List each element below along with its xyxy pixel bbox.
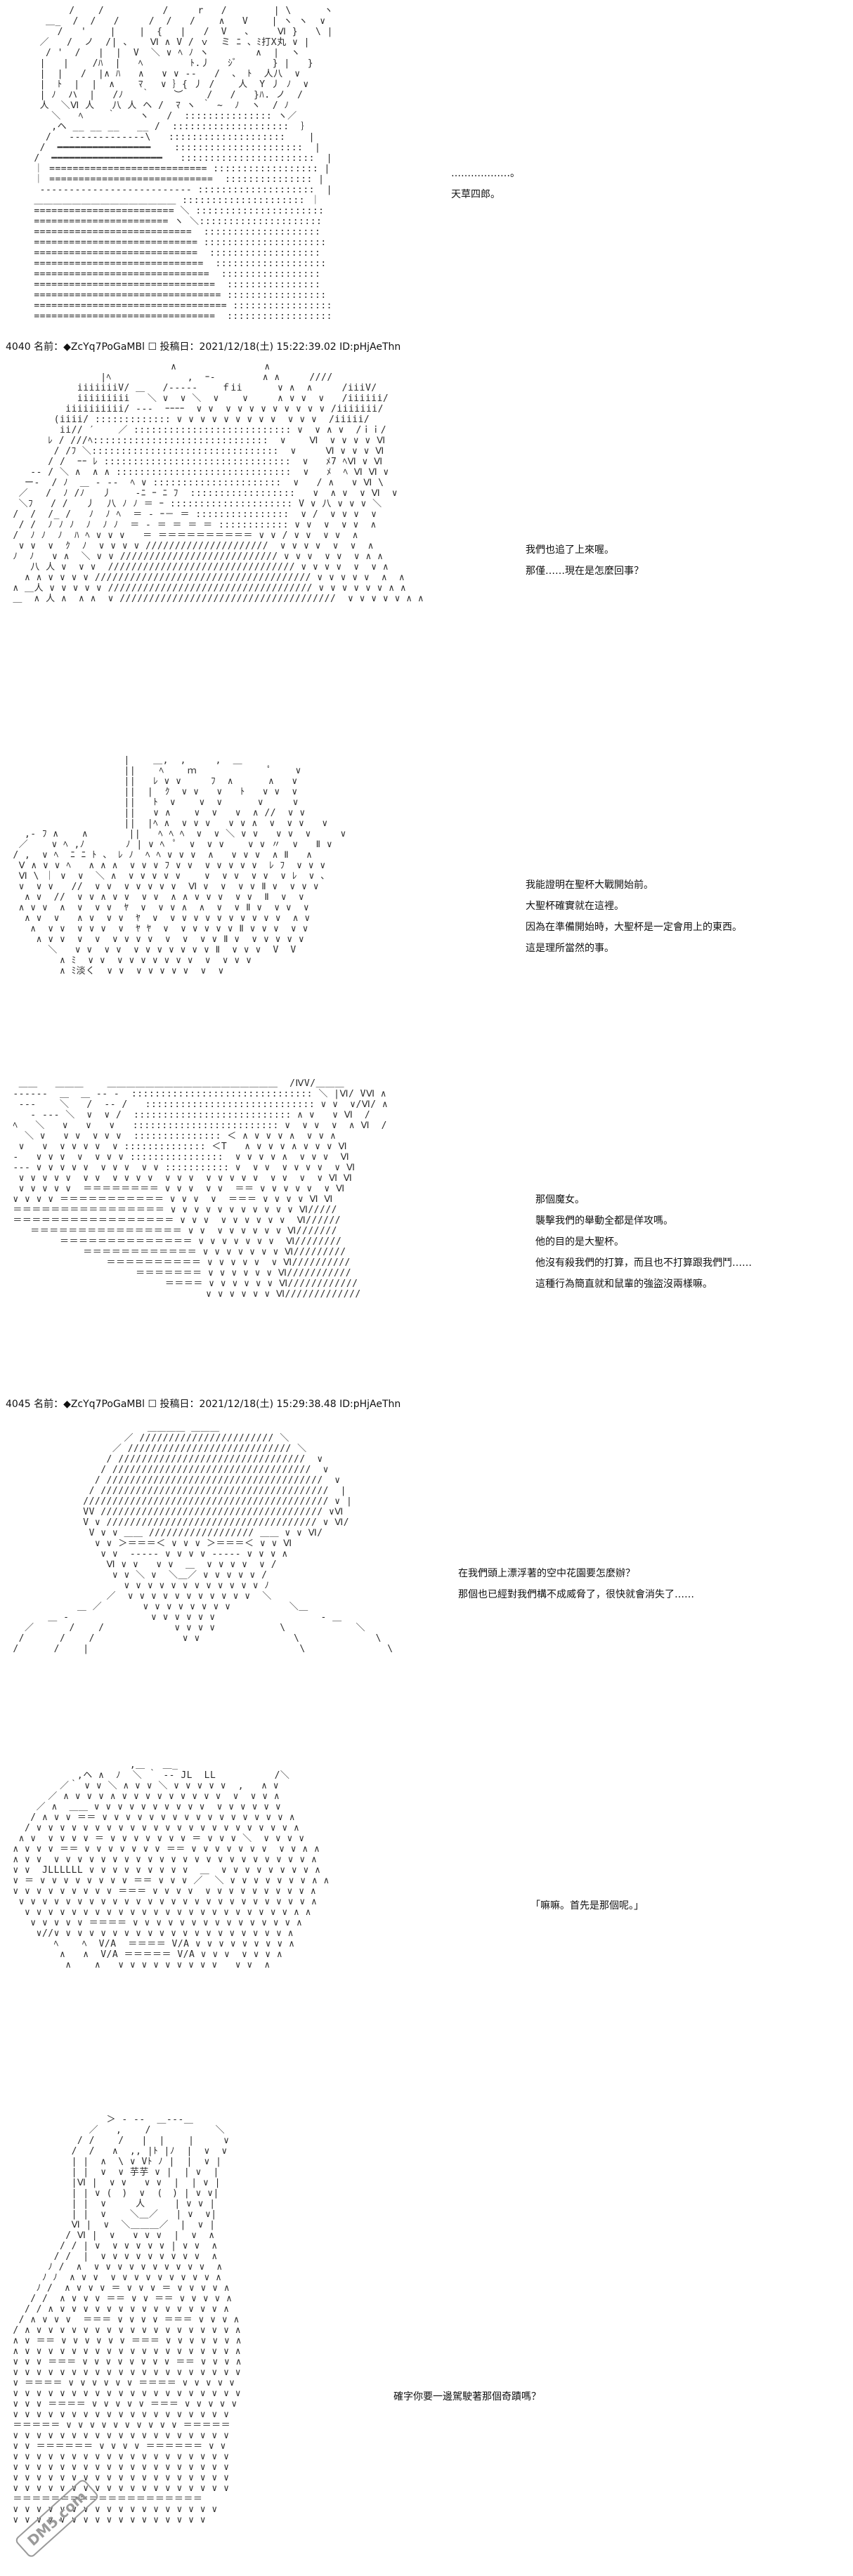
dialogue-post-4: 那個魔女。 襲擊我們的舉動全都是佯攻嗎。 他的目的是大聖杯。 他沒有殺我們的打算… (535, 1189, 752, 1295)
dialogue-post-6: 「嘛嘛。首先是那個呢。」 (530, 1895, 644, 1916)
dialogue-post-7: 確字你要一邊駕駛著那個奇蹟嗎？ (393, 2386, 541, 2407)
dialogue-line: 他的目的是大聖杯。 (535, 1236, 624, 1248)
dialogue-post-3: 我能證明在聖杯大戰開始前。 大聖杯確實就在這裡。 因為在準備開始時，大聖杯是一定… (526, 875, 742, 959)
dialogue-line: 大聖杯確實就在這裡。 (526, 901, 624, 912)
dialogue-line: 「嘛嘛。首先是那個呢。」 (530, 1900, 644, 1911)
dm5-watermark-logo: DM5.com (15, 2480, 98, 2557)
ascii-art-figure-3: | ＿, , , ＿ || ﾍ ｍ ﾟ ∨ || ﾚ ∨ ∨ ﾌ ∧ ∧ ∨ |… (13, 755, 346, 976)
ascii-art-figure-6: ,＿ ＿_ ,ヘ ∧ ﾉ ＼ ｀ ‐‐ JL LL /＼ ／｀ ∨ ∨ ＼ ∧ … (13, 1760, 330, 1970)
dialogue-line: 這種行為簡直就和鼠輩的強盜沒兩樣嘛。 (535, 1279, 712, 1290)
dialogue-line: 因為在準備開始時，大聖杯是一定會用上的東西。 (526, 922, 742, 933)
dialogue-line: 襲擊我們的舉動全都是佯攻嗎。 (535, 1215, 673, 1227)
watermark-text: DM5.com (24, 2487, 90, 2549)
dialogue-post-1: ………………。 天草四郎。 (451, 163, 520, 205)
post-header-4045: 4045 名前：◆ZcYq7PoGaMBl ☐ 投稿日：2021/12/18(土… (6, 1399, 401, 1410)
dialogue-line: 他沒有殺我們的打算，而且也不打算跟我們鬥…… (535, 1257, 752, 1269)
ascii-art-figure-1: / / / r / | \ ￣ヽ ＿_ / / / / / / ∧ V | ヽ … (34, 6, 330, 322)
dialogue-post-5: 在我們頭上漂浮著的空中花園要怎麼辦？ 那個也已經對我們構不成威脅了，很快就會消失… (458, 1563, 694, 1605)
dialogue-line: 確字你要一邊駕駛著那個奇蹟嗎？ (393, 2391, 541, 2402)
ascii-art-figure-5: ＿＿＿＿ ＿＿＿ ／ /////////////////////// ＼ ／ /… (13, 1423, 393, 1654)
dialogue-line: 在我們頭上漂浮著的空中花園要怎麼辦？ (458, 1568, 635, 1579)
ascii-art-figure-4: ＿＿ ＿＿＿ ＿＿＿＿＿＿＿＿＿＿＿＿＿＿＿＿＿＿ /ⅣV/＿＿＿ ‐‐‐‐‐‐… (13, 1078, 389, 1300)
dialogue-line: 那僅……現在是怎麼回事？ (526, 565, 644, 577)
dialogue-line: ………………。 (451, 168, 520, 179)
dialogue-line: 那個也已經對我們構不成威脅了，很快就會消失了…… (458, 1589, 694, 1600)
dialogue-line: 天草四郎。 (451, 189, 500, 200)
ascii-art-figure-7: ＞ ‐ ‐‐ ＿‐‐‐＿ ／ , / ＼ / / / | | | ∨ / / ∧… (13, 2114, 242, 2525)
ascii-art-figure-2: ∧ ∧ |ﾍ , ｰ- ∧ ∧ //// iiiiiiiV/ ＿ /‐‐‐‐‐ … (13, 362, 424, 604)
dialogue-post-2: 我們也追了上來喔。 那僅……現在是怎麼回事？ (526, 540, 644, 582)
dialogue-line: 我能證明在聖杯大戰開始前。 (526, 880, 653, 891)
dialogue-line: 我們也追了上來喔。 (526, 544, 614, 556)
dialogue-line: 這是理所當然的事。 (526, 943, 614, 954)
dialogue-line: 那個魔女。 (535, 1194, 585, 1205)
post-header-4040: 4040 名前：◆ZcYq7PoGaMBl ☐ 投稿日：2021/12/18(土… (6, 341, 401, 353)
